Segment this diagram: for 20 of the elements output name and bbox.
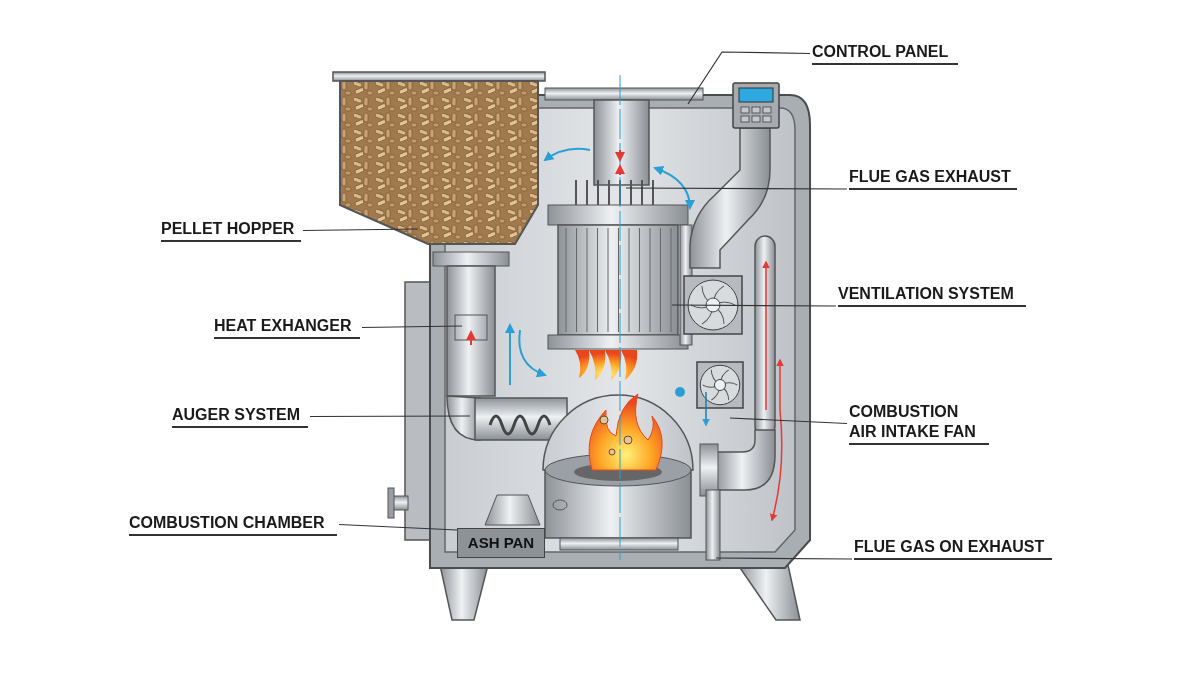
part-label: FLUE GAS EXHAUST <box>849 167 1017 190</box>
part-label: VENTILATION SYSTEM <box>838 284 1026 307</box>
part-label: FLUE GAS ON EXHAUST <box>854 537 1052 560</box>
leader-line <box>302 228 419 232</box>
leader-line <box>361 325 463 329</box>
leader-line <box>729 417 848 425</box>
part-label: PELLET HOPPER <box>161 219 301 242</box>
leader-line <box>625 187 848 190</box>
part-label: CONTROL PANEL <box>812 42 958 65</box>
ash-pan-box <box>457 528 545 558</box>
leader-line <box>687 51 811 105</box>
leader-line <box>309 415 471 418</box>
part-label: COMBUSTION CHAMBER <box>129 513 337 536</box>
part-label: AUGER SYSTEM <box>172 405 308 428</box>
part-label: COMBUSTION AIR INTAKE FAN <box>849 402 989 445</box>
leader-line <box>338 523 458 531</box>
leader-line <box>671 304 837 307</box>
part-label: ASH PAN <box>467 534 535 552</box>
part-label: HEAT EXHANGER <box>214 316 360 339</box>
leader-line <box>715 557 853 560</box>
